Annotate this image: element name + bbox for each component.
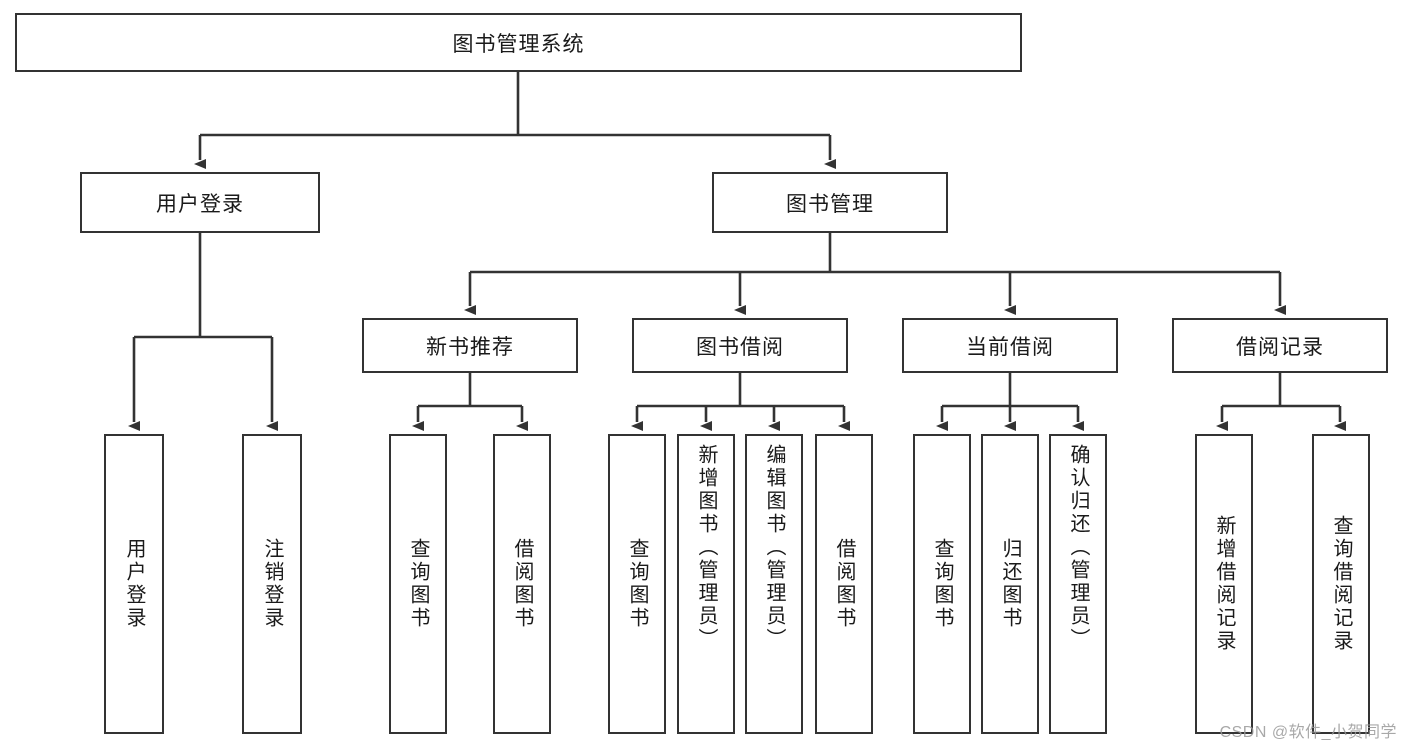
leaf-query-book-3-label: 查询图书 (931, 538, 953, 630)
leaf-user-login-label: 用户登录 (123, 538, 145, 630)
leaf-query-record[interactable]: 查询借阅记录 (1312, 434, 1370, 734)
leaf-add-record-label: 新增借阅记录 (1213, 515, 1235, 653)
node-root-label: 图书管理系统 (452, 32, 585, 56)
node-book-borrow-label: 图书借阅 (696, 335, 784, 359)
node-new-book-rec-label: 新书推荐 (426, 335, 514, 359)
leaf-query-book-1[interactable]: 查询图书 (389, 434, 447, 734)
node-user-login[interactable]: 用户登录 (80, 172, 320, 233)
node-book-manage-label: 图书管理 (786, 192, 874, 216)
leaf-borrow-book-1-label: 借阅图书 (511, 538, 533, 630)
leaf-confirm-return-label: 确认归还（管理员） (1067, 444, 1089, 651)
node-borrow-record-label: 借阅记录 (1236, 335, 1324, 359)
node-user-login-label: 用户登录 (156, 192, 244, 216)
leaf-query-record-label: 查询借阅记录 (1330, 515, 1352, 653)
leaf-return-book[interactable]: 归还图书 (981, 434, 1039, 734)
leaf-query-book-3[interactable]: 查询图书 (913, 434, 971, 734)
leaf-user-login[interactable]: 用户登录 (104, 434, 164, 734)
csdn-watermark: CSDN @软件_小贺同学 (1219, 724, 1397, 741)
node-current-borrow[interactable]: 当前借阅 (902, 318, 1118, 373)
leaf-query-book-1-label: 查询图书 (407, 538, 429, 630)
leaf-borrow-book-1[interactable]: 借阅图书 (493, 434, 551, 734)
node-borrow-record[interactable]: 借阅记录 (1172, 318, 1388, 373)
leaf-logout-label: 注销登录 (261, 538, 283, 630)
node-root[interactable]: 图书管理系统 (15, 13, 1022, 72)
leaf-return-book-label: 归还图书 (999, 538, 1021, 630)
leaf-add-book-label: 新增图书（管理员） (695, 444, 717, 651)
leaf-query-book-2-label: 查询图书 (626, 538, 648, 630)
node-book-manage[interactable]: 图书管理 (712, 172, 948, 233)
leaf-add-record[interactable]: 新增借阅记录 (1195, 434, 1253, 734)
node-book-borrow[interactable]: 图书借阅 (632, 318, 848, 373)
node-new-book-rec[interactable]: 新书推荐 (362, 318, 578, 373)
leaf-logout[interactable]: 注销登录 (242, 434, 302, 734)
leaf-add-book[interactable]: 新增图书（管理员） (677, 434, 735, 734)
leaf-query-book-2[interactable]: 查询图书 (608, 434, 666, 734)
leaf-borrow-book-2-label: 借阅图书 (833, 538, 855, 630)
node-current-borrow-label: 当前借阅 (966, 335, 1054, 359)
leaf-edit-book[interactable]: 编辑图书（管理员） (745, 434, 803, 734)
leaf-confirm-return[interactable]: 确认归还（管理员） (1049, 434, 1107, 734)
leaf-edit-book-label: 编辑图书（管理员） (763, 444, 785, 651)
leaf-borrow-book-2[interactable]: 借阅图书 (815, 434, 873, 734)
